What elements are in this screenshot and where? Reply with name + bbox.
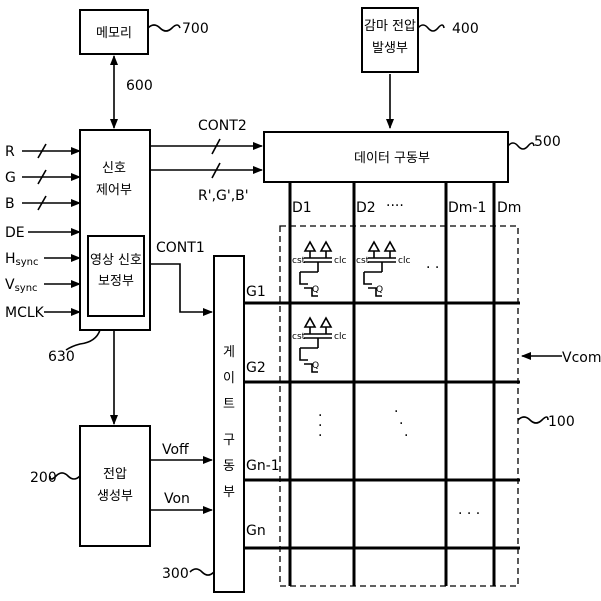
data-driver-label: 데이터 구동부 [354, 151, 430, 166]
input-b-label: B [5, 196, 15, 212]
gate-driver-block: 게 이 트 구 동 부 300 [162, 256, 244, 592]
pixel-r1c1-clc: clc [334, 256, 346, 266]
row1-ellipsis: · · · [426, 260, 448, 276]
pixel-r1c2-q: Q [376, 285, 383, 295]
input-hsync-label: Hsync [5, 251, 39, 268]
image-corrector-block: 영상 신호 보정부 630 [48, 236, 144, 365]
pixel-r2c1-clc: clc [334, 332, 346, 342]
vcom-label: Vcom [562, 350, 601, 366]
cont1-label: CONT1 [156, 240, 205, 256]
input-r-label: R [5, 144, 15, 160]
gamma-ref: 400 [452, 21, 479, 37]
controller-ref: 600 [126, 78, 153, 94]
corrector-ref: 630 [48, 349, 75, 365]
voltage-gen-label-1: 전압 [103, 467, 127, 482]
panel-outline [280, 226, 518, 586]
voltage-gen-ref: 200 [30, 470, 57, 486]
gate-driver-char-5: 동 [223, 459, 235, 474]
panel-ref: 100 [548, 414, 575, 430]
data-line-label-dm: Dm [497, 200, 521, 216]
input-de-label: DE [5, 225, 25, 241]
pixel-cell-r1c1: cst clc Q [292, 242, 346, 296]
gate-driver-char-3: 트 [223, 397, 235, 412]
pixel-r2c1-q: Q [312, 361, 319, 371]
memory-label: 메모리 [96, 26, 132, 41]
controller-label-1: 신호 [102, 161, 126, 176]
gate-driver-char-2: 이 [223, 371, 235, 386]
diag-dots-1: · [394, 404, 398, 420]
pixel-r2c1-cst: cst [292, 332, 306, 342]
corrector-label-2: 보정부 [98, 274, 134, 289]
gamma-label-1: 감마 전압 [364, 19, 416, 34]
gate-driver-char-1: 게 [223, 345, 235, 360]
controller-label-2: 제어부 [96, 183, 132, 198]
cont1-line [150, 264, 212, 312]
pixel-cell-r2c1: cst clc Q [292, 318, 346, 372]
cont2-label: CONT2 [198, 118, 247, 134]
memory-ref: 700 [182, 21, 209, 37]
gate-driver-ref: 300 [162, 566, 189, 582]
pixel-r1c2-clc: clc [398, 256, 410, 266]
data-line-label-d2: D2 [356, 200, 376, 216]
pixel-r1c2-cst: cst [356, 256, 370, 266]
rgb-prime-label: R',G',B' [198, 188, 249, 204]
data-line-label-dm-1: Dm-1 [448, 200, 486, 216]
bottom-right-ellipsis: · · · [458, 506, 480, 522]
gate-line-label-gn-1: Gn-1 [246, 458, 280, 474]
voff-label: Voff [162, 442, 189, 458]
data-driver-block: 데이터 구동부 500 [264, 132, 561, 182]
input-signals: R G B DE Hsync Vsync MCLK [5, 144, 80, 321]
pixel-cell-r1c2: cst clc Q [356, 242, 410, 296]
gamma-label-2: 발생부 [372, 41, 408, 56]
input-mclk-label: MCLK [5, 305, 45, 321]
col1-vdots-3: · [318, 428, 322, 444]
data-driver-ref: 500 [534, 134, 561, 150]
input-vsync-label: Vsync [5, 277, 38, 294]
diag-dots-3: · [404, 428, 408, 444]
corrector-label-1: 영상 신호 [90, 253, 142, 268]
diag-dots-2: · [399, 416, 403, 432]
von-label: Von [164, 491, 190, 507]
voltage-generator-block: 전압 생성부 200 [30, 426, 150, 546]
pixel-r1c1-cst: cst [292, 256, 306, 266]
display-panel: 100 D1 D2 ···· Dm-1 Dm G1 G2 Gn-1 Gn Vco… [244, 182, 601, 586]
gate-driver-char-6: 부 [223, 485, 235, 500]
data-line-label-ellipsis: ···· [386, 198, 404, 214]
gate-line-label-gn: Gn [246, 523, 266, 539]
input-g-label: G [5, 170, 16, 186]
gate-line-label-g1: G1 [246, 284, 266, 300]
gate-driver-char-4: 구 [223, 433, 235, 448]
gamma-voltage-block: 감마 전압 발생부 400 [362, 8, 479, 72]
gate-line-label-g2: G2 [246, 360, 266, 376]
data-line-label-d1: D1 [292, 200, 312, 216]
memory-block: 메모리 700 [80, 10, 209, 54]
voltage-gen-label-2: 생성부 [97, 489, 133, 504]
pixel-r1c1-q: Q [312, 285, 319, 295]
